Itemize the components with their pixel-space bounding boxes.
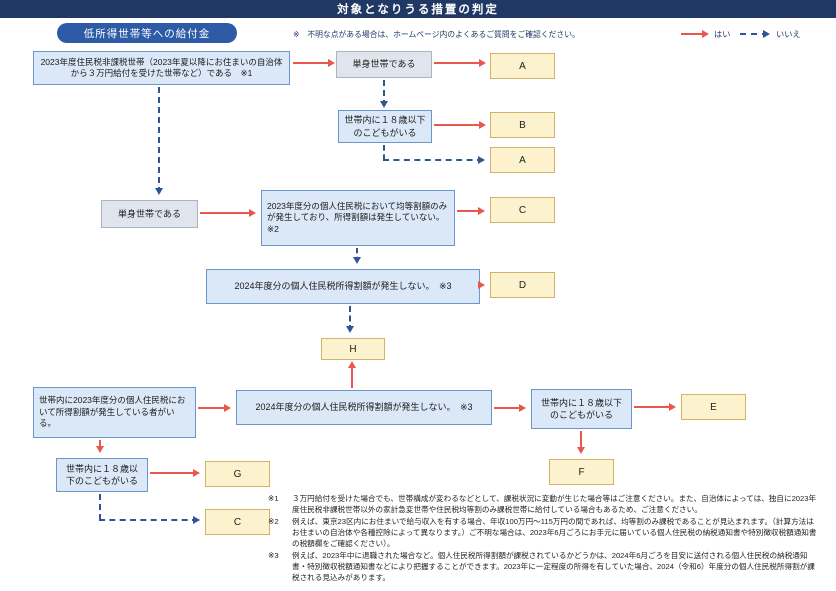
no-arrow-childleft-to-c-vertical <box>99 494 101 520</box>
yes-arrow-equalonly-to-c <box>457 207 485 215</box>
footnote-1-text: ３万円給付を受けた場合でも、世帯構成が変わるなどとして、課税状況に変動が生じた場… <box>292 494 817 514</box>
result-box-a-1: A <box>490 53 555 79</box>
result-box-g: G <box>205 461 270 487</box>
node-single-household-top: 単身世帯である <box>336 51 432 78</box>
yes-arrow-incomeexists-to-childleft <box>96 440 104 453</box>
result-box-a-2: A <box>490 147 555 173</box>
result-box-b: B <box>490 112 555 138</box>
result-box-c-1: C <box>490 197 555 223</box>
footnote-1-label: ※1 <box>268 494 279 503</box>
yes-arrow-childright-to-e <box>634 403 676 411</box>
node-start: 2023年度住民税非課税世帯（2023年夏以降にお住まいの自治体から３万円給付を… <box>33 51 290 85</box>
result-box-f: F <box>549 459 614 485</box>
yes-arrow-childleft-to-g <box>150 469 200 477</box>
no-arrow-child-to-a-horizontal <box>383 156 485 164</box>
yes-arrow-single-to-a <box>434 59 486 67</box>
program-badge: 低所得世帯等への給付金 <box>57 23 237 43</box>
yes-arrow-start-to-single <box>293 59 335 67</box>
legend-no-arrow <box>740 30 770 38</box>
yes-arrow-child-to-b <box>434 121 486 129</box>
no-arrow-2024upper-to-h <box>346 306 354 333</box>
node-equal-levy-only-2023: 2023年度分の個人住民税において均等割額のみが発生しており、所得割額は発生して… <box>261 190 455 246</box>
footnote-3: ※3 例えば、2023年中に退職された場合など。個人住民税所得割額が課税されてい… <box>268 550 820 583</box>
yes-arrow-incomeexists-to-2024lower <box>198 404 231 412</box>
legend-yes-arrow <box>681 30 709 38</box>
title-bar: 対象となりうる措置の判定 <box>0 0 836 18</box>
no-arrow-equalonly-to-2024upper <box>353 248 361 264</box>
legend-no-label: いいえ <box>776 30 801 39</box>
no-arrow-childleft-to-c-horizontal <box>99 516 200 524</box>
yes-arrow-2024lower-to-h <box>348 361 356 388</box>
footnote-2-label: ※2 <box>268 517 279 526</box>
no-arrow-single-to-child <box>380 80 388 108</box>
node-income-levy-member-2023: 世帯内に2023年度分の個人住民税において所得割額が発生している者がいる。 <box>33 387 196 438</box>
result-box-e: E <box>681 394 746 420</box>
yes-arrow-2024lower-to-childright <box>494 404 526 412</box>
node-no-income-levy-2024-lower: 2024年度分の個人住民税所得割額が発生しない。 ※3 <box>236 390 492 425</box>
program-badge-label: 低所得世帯等への給付金 <box>83 27 211 40</box>
footnote-2-text: 例えば、東京23区内にお住まいで給与収入を有する場合、年収100万円～115万円… <box>292 517 817 548</box>
footnote-3-text: 例えば、2023年中に退職された場合など。個人住民税所得割額が課税されているかど… <box>292 551 815 582</box>
help-note: ※ 不明な点がある場合は、ホームページ内のよくあるご質問をご確認ください。 <box>293 30 580 39</box>
node-child-under18-left: 世帯内に１８歳以下のこどもがいる <box>56 458 148 492</box>
node-no-income-levy-2024-upper: 2024年度分の個人住民税所得割額が発生しない。 ※3 <box>206 269 480 304</box>
node-single-household-left: 単身世帯である <box>101 200 198 228</box>
yes-arrow-singleleft-to-equalonly <box>200 209 256 217</box>
yes-arrow-2024upper-to-d <box>478 281 485 289</box>
result-box-h: H <box>321 338 385 360</box>
yes-arrow-childright-to-f <box>577 431 585 454</box>
legend-yes-label: はい <box>714 30 731 39</box>
footnotes: ※1 ３万円給付を受けた場合でも、世帯構成が変わるなどとして、課税状況に変動が生… <box>268 493 820 584</box>
node-child-under18-right: 世帯内に１８歳以下のこどもがいる <box>531 389 632 429</box>
no-arrow-child-to-a-vertical <box>383 145 385 160</box>
footnote-1: ※1 ３万円給付を受けた場合でも、世帯構成が変わるなどとして、課税状況に変動が生… <box>268 493 820 515</box>
node-child-under18-top: 世帯内に１８歳以下のこどもがいる <box>338 110 432 143</box>
page-title: 対象となりうる措置の判定 <box>337 4 499 16</box>
result-box-d: D <box>490 272 555 298</box>
footnote-3-label: ※3 <box>268 551 279 560</box>
footnote-2: ※2 例えば、東京23区内にお住まいで給与収入を有する場合、年収100万円～11… <box>268 516 820 549</box>
no-arrow-start-to-singleleft <box>155 87 163 195</box>
result-box-c-2: C <box>205 509 270 535</box>
